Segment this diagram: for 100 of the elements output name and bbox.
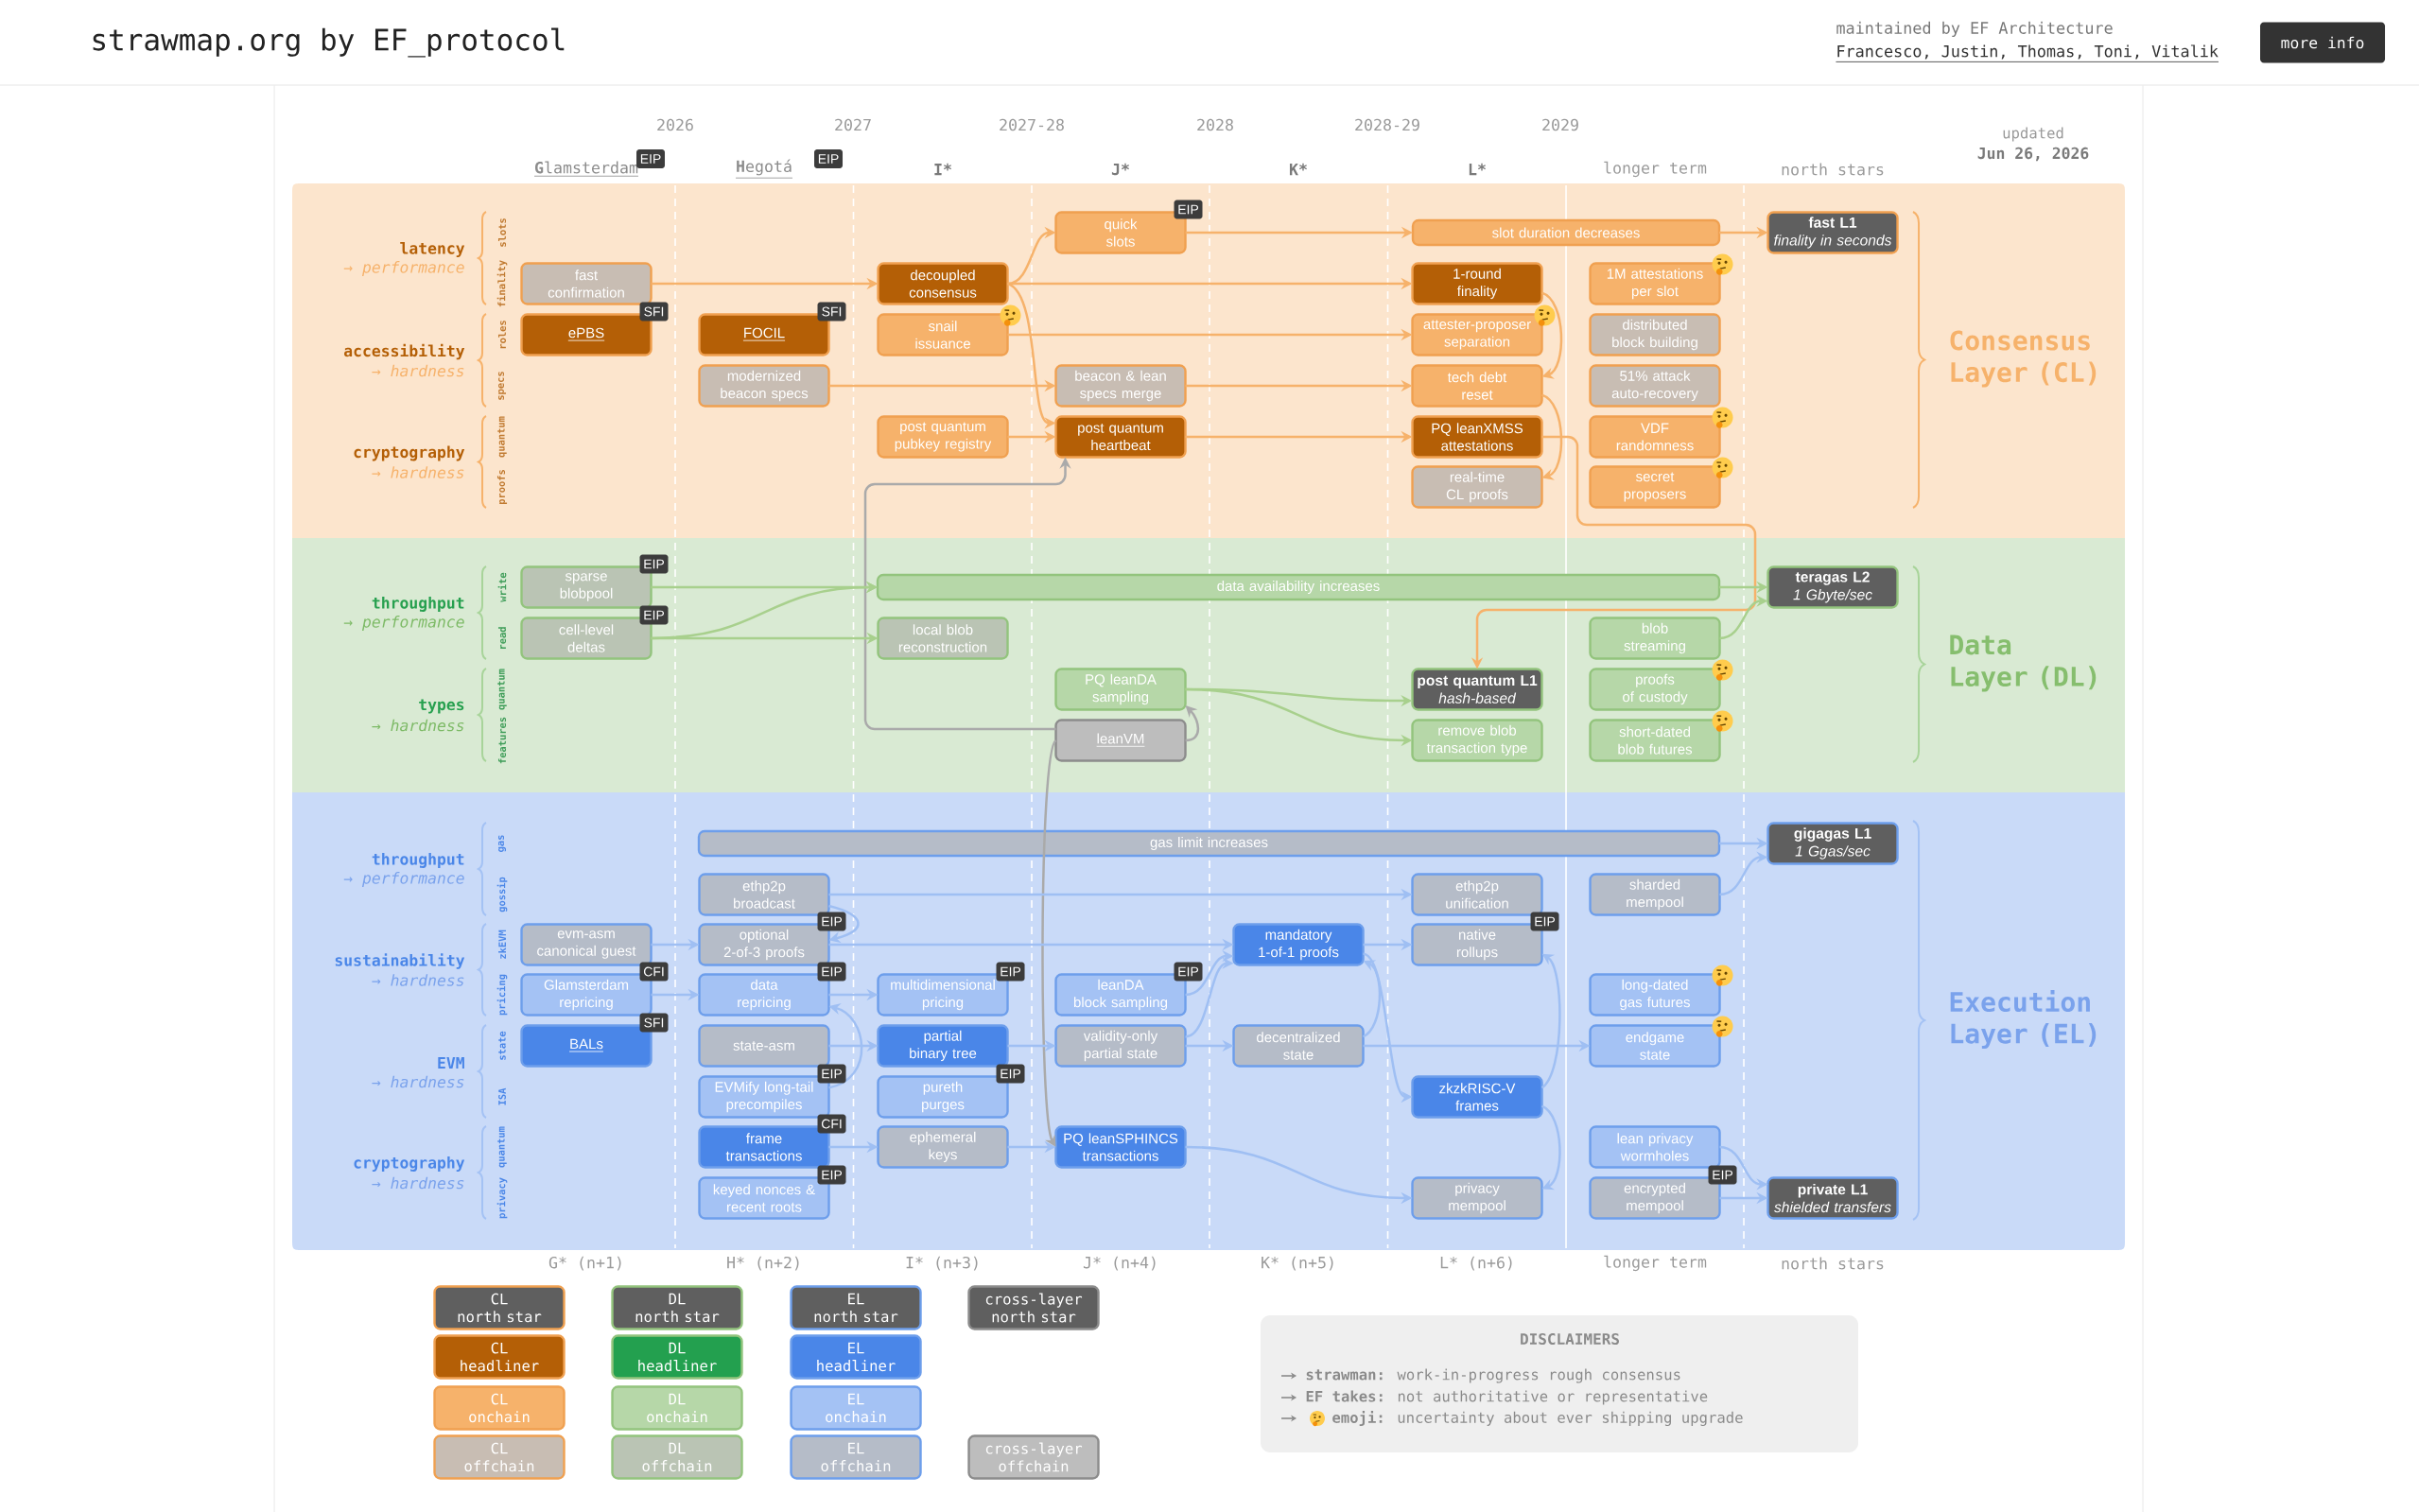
group-sublabel: → hardness (372, 974, 464, 986)
row-label: pricing (496, 974, 508, 1016)
goal-box: post quantum L1 hash-based (1411, 668, 1543, 711)
group-label: latency (400, 242, 465, 257)
item-box: ephemeral keys (877, 1125, 1009, 1169)
arrow (1362, 960, 1382, 1038)
legend-key: EL offchain (790, 1434, 922, 1480)
item-box: modernized beacon specs (698, 364, 830, 408)
arrow (1041, 739, 1057, 1147)
release-label: G* (n+1) (548, 1256, 621, 1271)
group-label: throughput (372, 853, 464, 868)
row-label: roles (498, 321, 507, 349)
item-box: leanVM (1054, 719, 1187, 762)
arrow (1540, 1104, 1561, 1190)
note-line: strawman: work-in-progress rough consensus (1306, 1368, 1680, 1383)
legend-key: DL onchain (611, 1385, 743, 1431)
release-label: L* (n+6) (1440, 1256, 1512, 1271)
arrow (828, 904, 860, 944)
legend-key: EL north star (790, 1285, 922, 1330)
item-box: distributed block building (1589, 313, 1721, 356)
row-label: ISA (498, 1087, 506, 1105)
badge: EIP (817, 962, 846, 982)
badge: SFI (639, 302, 669, 322)
badge: EIP (814, 149, 843, 168)
item-box: tech debt reset (1411, 364, 1543, 408)
legend-key: CL offchain (433, 1434, 566, 1480)
item-box: evm-asm canonical guest (520, 923, 653, 966)
timeline-bar: gas limit increases (697, 829, 1721, 858)
timeline-bar: data availability increases (876, 573, 1721, 601)
item-box: 1-round finality (1411, 262, 1543, 305)
item-box: PQ leanDA sampling (1054, 668, 1187, 711)
item-box: partial binary tree (877, 1024, 1009, 1068)
year-label: 2029 (1542, 118, 1578, 131)
item-box: fast confirmation (520, 262, 653, 305)
arrow (1540, 291, 1563, 379)
item-box: decoupled consensus (877, 262, 1009, 305)
item-box: zkzkRISC-V frames (1411, 1075, 1543, 1119)
item-box: PQ leanXMSS attestations (1411, 415, 1543, 459)
legend-key: CL north star (433, 1285, 566, 1330)
legend-key: cross-layer north star (967, 1285, 1100, 1330)
badge: EIP (1174, 200, 1203, 219)
legend-key: cross-layer offchain (967, 1434, 1100, 1480)
legend-key: EL headliner (790, 1334, 922, 1380)
item-box: PQ leanSPHINCS transactions (1054, 1125, 1187, 1169)
row-label: zkEVM (498, 930, 506, 959)
row-label: quantum (497, 669, 507, 710)
year-label: 2028 (1197, 118, 1233, 131)
heading: DISCLAIMERS (1521, 1332, 1619, 1346)
year-label: 2028-29 (1355, 118, 1419, 131)
date-label: Jun 26, 2026 (1977, 147, 2089, 162)
goal-box: private L1 shielded transfers (1766, 1176, 1899, 1220)
release-label: L* (1469, 163, 1486, 176)
legend-key: DL north star (611, 1285, 743, 1330)
item-box: long-dated gas futures (1589, 973, 1721, 1017)
item-box: secret proposers (1589, 465, 1721, 509)
group-sublabel: → hardness (372, 719, 464, 732)
row-label: gossip (496, 877, 508, 912)
item-box: VDF randomness (1589, 415, 1721, 459)
item-box: beacon & lean specs merge (1054, 364, 1187, 408)
row-label: specs (498, 372, 506, 400)
release-label: K* (n+5) (1262, 1256, 1333, 1271)
row-label: gas (498, 835, 506, 852)
row-label: features (498, 717, 507, 764)
arrow (1185, 705, 1200, 742)
release-label: K* (1289, 163, 1307, 176)
note-line: emoji: uncertainty about ever shipping upgrade (1332, 1411, 1743, 1427)
arrow (828, 1003, 863, 1089)
timeline-bar: slot duration decreases (1411, 218, 1721, 247)
item-box: 51% attack auto-recovery (1589, 364, 1721, 408)
arrow (1540, 953, 1561, 1089)
year-label: 2027-28 (1000, 118, 1064, 131)
row-label: privacy (496, 1177, 508, 1219)
group-label: types (419, 699, 464, 714)
item-box: state-asm (698, 1024, 830, 1068)
item-box: lean privacy wormholes (1589, 1125, 1721, 1169)
goal-box: gigagas L1 1 Ggas/sec (1766, 822, 1899, 865)
item-box: blob streaming (1589, 617, 1721, 660)
item-box: post quantum pubkey registry (877, 415, 1009, 459)
row-label: write (497, 572, 507, 602)
group-label: throughput (372, 597, 464, 612)
row-label: slots (498, 218, 507, 247)
goal-box: teragas L2 1 Gbyte/sec (1766, 565, 1899, 609)
group-sublabel: → performance (343, 616, 464, 631)
legend-key: CL headliner (433, 1334, 566, 1380)
group-label: accessibility (344, 343, 465, 360)
release-label: Glamsterdam (533, 161, 639, 177)
button: more info (2260, 22, 2386, 63)
year-label: 2027 (835, 118, 871, 131)
legend-key: CL onchain (433, 1385, 566, 1431)
note-panel (1261, 1315, 1859, 1452)
item-box: endgame state (1589, 1024, 1721, 1068)
row-label: read (498, 627, 507, 650)
item-box: post quantum heartbeat (1054, 415, 1187, 459)
date-caption: updated (2003, 127, 2063, 142)
item-box: decentralized state (1232, 1024, 1365, 1068)
item-box: local blob reconstruction (877, 617, 1009, 660)
legend-key: DL headliner (611, 1334, 743, 1380)
item-box: 1M attestations per slot (1589, 262, 1721, 305)
row-label: quantum (497, 1126, 507, 1168)
release-label: Hegotá (735, 159, 793, 179)
